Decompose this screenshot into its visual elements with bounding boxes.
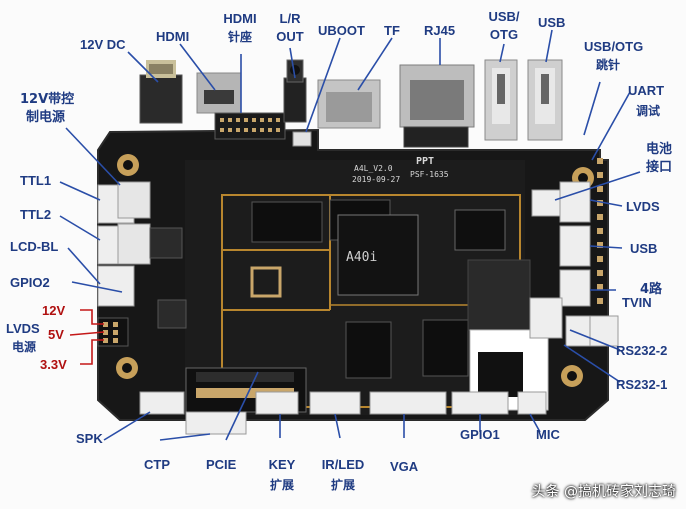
label-12v-dc: 12V DC — [80, 37, 126, 52]
label-ctp: CTP — [144, 457, 170, 472]
label-lr: L/R — [279, 11, 301, 26]
label-battery-bottom: 接口 — [646, 160, 673, 175]
label-rs232-2: RS232-2 — [616, 343, 668, 358]
right-connector-usb — [559, 225, 591, 267]
silk-board-ver: A4L_V2.0 — [354, 164, 393, 173]
uboot-button — [292, 131, 312, 147]
label-hdmi: HDMI — [156, 29, 190, 44]
watermark: 头条 @搞机砖家刘志琦 — [531, 484, 676, 500]
silk-board-date: 2019-09-27 — [352, 175, 401, 184]
right-connector-rs232-c — [589, 315, 619, 347]
right-connector-lvds — [559, 181, 591, 223]
label-irled: IR/LED — [321, 457, 365, 472]
label-mic: MIC — [536, 427, 560, 442]
callout-lines — [59, 29, 641, 441]
label-tf: TF — [384, 23, 400, 38]
dc-jack — [139, 60, 183, 124]
left-connector-power — [117, 181, 151, 219]
label-lcd-bl: LCD-BL — [10, 239, 59, 254]
right-connector-battery — [531, 189, 561, 217]
eth-chip — [454, 209, 506, 251]
pad-square — [250, 266, 282, 298]
silk-ppt: PPT — [416, 156, 435, 167]
label-usb-otg-top: USB/ — [488, 9, 520, 24]
label-rj45: RJ45 — [424, 23, 456, 38]
label-ttl1: TTL1 — [20, 173, 52, 188]
label-usb-otg-bottom: OTG — [489, 27, 519, 42]
inductor-2 — [157, 299, 187, 329]
label-uart: UART — [628, 83, 665, 98]
pin-block — [467, 259, 531, 331]
label-tvin-top: 4路 — [640, 282, 663, 297]
bottom-connector-irled — [309, 391, 361, 415]
label-power-ctrl-bottom: 制电源 — [26, 110, 66, 125]
label-usb-right: USB — [630, 241, 658, 256]
mounting-hole-br — [561, 365, 583, 387]
label-hdmi-header-zh: 针座 — [227, 30, 252, 44]
bottom-connector-mic — [517, 391, 547, 415]
label-ttl2: TTL2 — [20, 207, 52, 222]
mounting-hole-tl — [117, 154, 139, 176]
label-gpio2: GPIO2 — [10, 275, 50, 290]
label-spk: SPK — [76, 431, 103, 446]
label-gpio1: GPIO1 — [460, 427, 500, 442]
label-battery-top: 电池 — [646, 142, 673, 157]
bottom-connector-key — [255, 391, 299, 415]
label-uboot: UBOOT — [318, 23, 365, 38]
label-vga: VGA — [390, 459, 419, 474]
right-connector-tvin — [559, 269, 591, 307]
red-bracket-lines — [69, 309, 105, 365]
label-usb-top: USB — [538, 15, 566, 30]
bottom-connector-vga — [369, 391, 447, 415]
right-pin-header — [597, 158, 603, 304]
label-usb-otg-jumper-zh: 跳针 — [596, 58, 621, 72]
label-rs232-1: RS232-1 — [616, 377, 668, 392]
soc-chip — [337, 214, 419, 296]
label-5v: 5V — [48, 327, 64, 342]
label-12v: 12V — [42, 303, 66, 318]
ram-chip-1 — [251, 201, 323, 243]
silk-soc: A40i — [346, 250, 378, 265]
rj45-jack — [399, 64, 475, 148]
lvds-power-jumper — [97, 317, 129, 347]
ram-chip-3 — [345, 321, 392, 379]
label-tvin: TVIN — [622, 295, 652, 310]
label-power-ctrl-top: 12V带控 — [20, 92, 75, 107]
left-connector-lcdbl — [97, 265, 135, 307]
label-irled-zh: 扩展 — [330, 478, 355, 492]
usb-otg-port — [484, 59, 518, 141]
inductor — [149, 227, 183, 259]
label-lvds-power-zh: 电源 — [12, 340, 37, 354]
label-hdmi-header: HDMI — [223, 11, 257, 26]
bottom-connector-spk — [139, 391, 185, 415]
label-lvds-power: LVDS — [6, 321, 40, 336]
audio-jack — [283, 59, 307, 123]
silk-psf: PSF-1635 — [410, 170, 449, 179]
label-pcie: PCIE — [206, 457, 237, 472]
label-usb-otg-jumper: USB/OTG — [584, 39, 644, 54]
wifi-chip — [478, 352, 523, 397]
left-connector-gpio2 — [117, 223, 151, 265]
bottom-connector-gpio1 — [451, 391, 509, 415]
label-uart-zh: 调试 — [636, 104, 661, 118]
ram-chip-4 — [422, 319, 469, 377]
hdmi-port — [196, 72, 242, 114]
label-3v3: 3.3V — [40, 357, 67, 372]
label-lvds: LVDS — [626, 199, 660, 214]
label-key-zh: 扩展 — [269, 478, 294, 492]
right-connector-rs232-a — [529, 297, 563, 339]
hdmi-pin-header — [214, 112, 286, 140]
label-key: KEY — [268, 457, 296, 472]
label-lr-out: OUT — [276, 29, 304, 44]
usb-port — [527, 59, 563, 141]
mounting-hole-bl — [116, 357, 138, 379]
tf-slot — [317, 79, 381, 129]
